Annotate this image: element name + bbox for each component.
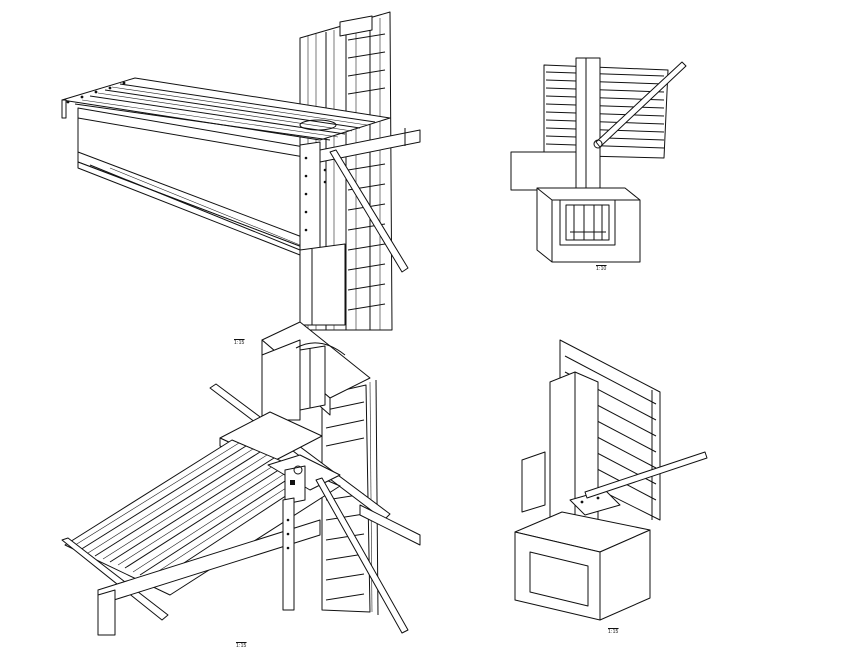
- hanger-column: [282, 497, 295, 611]
- diagonal-brace: [329, 149, 409, 273]
- column-base-detail-bottom-right: [514, 339, 708, 621]
- floor-deck-connection-bottom-left: [61, 321, 421, 636]
- concrete-box: [514, 511, 651, 621]
- scale-label-bottom-right: 1:15: [608, 629, 619, 635]
- cross-bar: [359, 504, 421, 546]
- bracing-rod: [595, 61, 687, 148]
- upper-concrete-box: [261, 321, 371, 421]
- scale-label-mid-left: 1:15: [234, 340, 245, 346]
- roof-deck: [61, 77, 391, 141]
- bracing-rod-iso: [584, 451, 708, 499]
- clad-wall-elevation: [543, 64, 669, 159]
- scale-label-bottom-left: 1:15: [236, 643, 247, 649]
- deck-opening: [299, 119, 337, 131]
- deck-fasteners: [66, 81, 126, 104]
- steel-column: [575, 57, 601, 196]
- concrete-pedestal: [536, 187, 641, 263]
- scale-label-top-right: 1:10: [596, 266, 607, 272]
- beam-column-connection-top-left: [61, 11, 421, 331]
- side-block-iso: [521, 451, 546, 513]
- lower-column: [299, 243, 346, 326]
- connection-plate: [299, 128, 421, 259]
- diagonal-brace-lower: [315, 477, 409, 634]
- column-base-detail-top-right: [510, 57, 687, 263]
- side-block: [510, 151, 581, 191]
